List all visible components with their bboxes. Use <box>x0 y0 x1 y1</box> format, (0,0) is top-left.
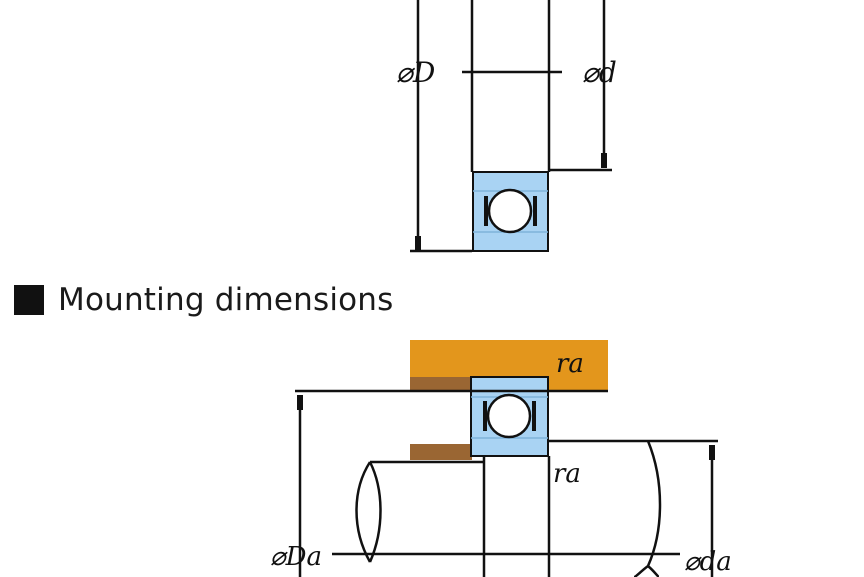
left-seal <box>484 196 488 226</box>
outer-arrow-mark <box>415 236 421 251</box>
heading-text: Mounting dimensions <box>58 282 394 318</box>
square-bullet-icon <box>14 285 44 315</box>
bearing-cross-section <box>472 171 549 252</box>
mounting-dimensions-heading: Mounting dimensions <box>14 282 394 318</box>
ball <box>487 188 533 234</box>
bore-diameter-label: ⌀d <box>582 56 617 89</box>
bore-arrow-mark <box>601 153 607 168</box>
right-seal <box>533 196 537 226</box>
outer-diameter-label: ⌀D <box>396 56 435 89</box>
